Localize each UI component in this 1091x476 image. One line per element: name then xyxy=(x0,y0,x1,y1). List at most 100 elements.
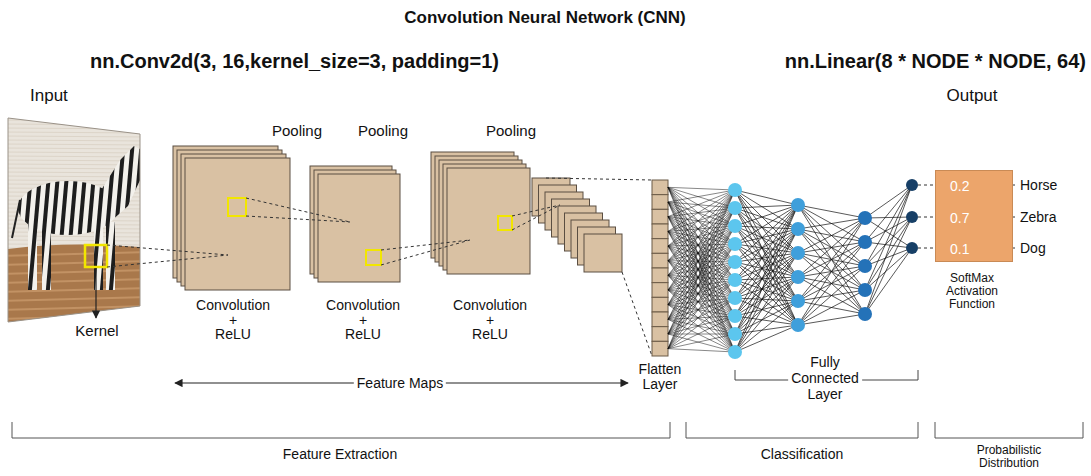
flatten-cell xyxy=(652,180,668,195)
fc-wire xyxy=(668,190,735,349)
ground-texture xyxy=(0,297,150,301)
neuron xyxy=(906,211,918,223)
fc-wire xyxy=(798,205,865,218)
fc-wire xyxy=(668,316,735,349)
fc-wire xyxy=(668,226,735,334)
fc-wire xyxy=(668,187,735,190)
image-texture xyxy=(0,236,150,237)
fc-wire xyxy=(798,218,865,277)
bracket xyxy=(935,422,1083,438)
zebra-stripe xyxy=(74,140,88,300)
zebra-stripe xyxy=(146,140,160,300)
flatten-cell xyxy=(652,341,668,356)
flatten-cell xyxy=(652,297,668,312)
fc-wire xyxy=(668,261,735,334)
ground-texture xyxy=(0,315,150,319)
projection-line xyxy=(381,240,470,265)
fc-wire xyxy=(798,314,865,325)
fc-wire xyxy=(668,244,735,305)
kernel-arrow xyxy=(95,268,96,318)
image-texture xyxy=(0,240,150,241)
image-texture xyxy=(0,148,150,149)
image-texture xyxy=(0,124,150,125)
bracket xyxy=(686,422,918,438)
zebra-stripe xyxy=(11,140,25,300)
fc-wire xyxy=(735,253,798,352)
flatten-cell xyxy=(652,312,668,327)
neuron xyxy=(728,237,742,251)
stage-label: Probabilistic Distribution xyxy=(977,444,1042,470)
fc-wire xyxy=(798,205,865,314)
fc-wire xyxy=(735,277,798,298)
fc-wire xyxy=(668,319,735,334)
probability-value: 0.2 xyxy=(950,178,969,194)
fc-wire xyxy=(668,187,735,352)
fc-wire xyxy=(668,334,735,349)
layer-caption: Flatten Layer xyxy=(639,362,682,393)
fc-wire xyxy=(668,334,735,335)
neuron xyxy=(728,255,742,269)
flatten-cell xyxy=(652,268,668,283)
ground-texture xyxy=(0,279,150,283)
ground-texture xyxy=(0,261,150,265)
zebra-stripe xyxy=(119,140,133,300)
neuron xyxy=(791,222,805,236)
zebra-stripe xyxy=(2,140,16,300)
class-label: Zebra xyxy=(1020,209,1057,225)
fc-wire xyxy=(668,280,735,319)
flatten-cell xyxy=(652,253,668,268)
neuron xyxy=(906,179,918,191)
projection-line xyxy=(546,178,652,180)
neuron xyxy=(728,219,742,233)
fc-wire xyxy=(865,217,912,218)
feature-map xyxy=(185,158,290,290)
input-label: Input xyxy=(30,86,68,106)
neuron xyxy=(728,183,742,197)
kernel-window xyxy=(228,198,246,216)
fc-wire xyxy=(865,248,912,290)
projection-line xyxy=(512,205,560,230)
projection-line xyxy=(381,240,470,250)
fc-wire xyxy=(668,262,735,349)
fc-wire xyxy=(865,185,912,290)
flatten-cell xyxy=(652,283,668,298)
projection-line xyxy=(107,245,228,255)
span-label: Feature Maps xyxy=(354,375,446,391)
image-sky xyxy=(0,110,150,330)
pooling-label: Pooling xyxy=(358,122,408,139)
fc-wire xyxy=(668,190,735,261)
fc-wire xyxy=(735,277,798,352)
fc-wire xyxy=(735,277,798,316)
neuron xyxy=(791,198,805,212)
output-box: 0.20.70.1 xyxy=(935,170,1013,262)
fc-wire xyxy=(735,205,798,352)
fc-wire xyxy=(735,277,798,334)
fc-wire xyxy=(798,205,865,266)
output-label: Output xyxy=(946,86,997,106)
kernel-window xyxy=(85,245,107,267)
fc-wire xyxy=(735,190,798,325)
projection-line xyxy=(107,255,228,267)
fc-wire xyxy=(735,205,798,226)
fc-wire xyxy=(735,229,798,352)
fc-wire xyxy=(735,253,798,280)
neuron xyxy=(858,283,872,297)
flatten-cell xyxy=(652,209,668,224)
layer-caption: Fully Connected Layer xyxy=(788,354,862,402)
image-texture xyxy=(0,140,150,141)
neuron xyxy=(728,291,742,305)
kernel-window xyxy=(366,250,381,265)
zebra-stripe xyxy=(110,140,124,300)
fc-wire xyxy=(668,298,735,349)
projection-line xyxy=(246,216,350,222)
fc-wire xyxy=(735,325,798,352)
neuron xyxy=(791,294,805,308)
feature-map xyxy=(447,168,530,274)
fc-wire xyxy=(668,231,735,334)
fc-wire xyxy=(798,205,865,290)
zebra-stripe xyxy=(29,140,43,300)
fc-wire xyxy=(668,208,735,319)
fc-wire xyxy=(668,226,735,349)
fc-wire xyxy=(798,242,865,325)
